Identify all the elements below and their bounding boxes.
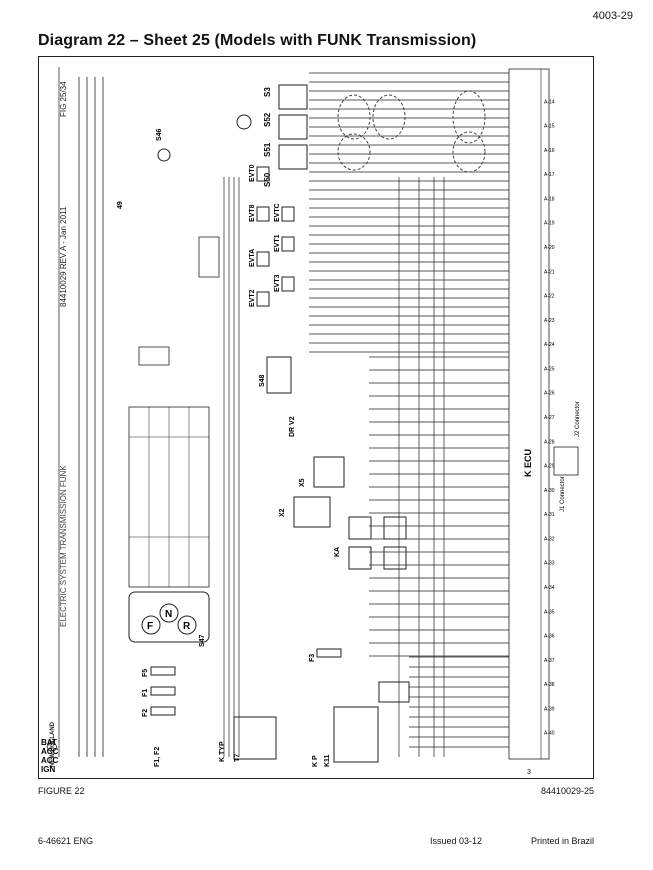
- diagram-title: Diagram 22 – Sheet 25 (Models with FUNK …: [38, 32, 477, 49]
- ecu-pin-label: A-23: [544, 318, 555, 324]
- s50-label: S50: [263, 172, 272, 187]
- ecu-label: K ECU: [523, 449, 533, 477]
- evt2-label: EVT2: [249, 289, 256, 307]
- x5-label: X5: [299, 478, 306, 487]
- solenoid-valves: EVT0 EVT8 EVTC EVT1 EVTA EVT3 EVT2: [138, 164, 295, 366]
- ecu-connector-strip: A-14A-15A-16A-17A-18A-19A-20A-21A-22A-23…: [508, 68, 581, 776]
- evtc-label: EVTC: [274, 203, 281, 222]
- k-typ-label: K TYP: [219, 741, 226, 762]
- f3-label: F3: [309, 654, 316, 662]
- wire-bundle: [223, 72, 509, 757]
- system-title: ELECTRIC SYSTEM TRANSMISSION FUNK: [59, 465, 68, 627]
- sheet-id: FIG 25/34: [59, 81, 68, 117]
- ecu-pin-label: A-31: [544, 512, 555, 518]
- figure-code: 84410029-25: [540, 786, 594, 796]
- left-title-block: FIG 25/34 84410029 REV A - Jan 2011 ELEC…: [46, 67, 68, 767]
- f2-label: F2: [142, 709, 149, 717]
- evt0-label: EVT0: [249, 164, 256, 182]
- brand-logo: [46, 741, 58, 753]
- ecu-pin-label: A-38: [544, 682, 555, 688]
- evt1-label: EVT1: [274, 234, 281, 252]
- ecu-pin-label: A-27: [544, 415, 555, 421]
- ka-label: KA: [334, 547, 341, 557]
- s46-label: S46: [156, 128, 163, 141]
- shifter-key-r: R: [183, 621, 191, 632]
- ecu-pin-label: A-28: [544, 439, 555, 445]
- ecu-pin-label: A-17: [544, 172, 555, 178]
- issue-date: Issued 03-12: [430, 836, 483, 846]
- ecu-pin-labels: A-14A-15A-16A-17A-18A-19A-20A-21A-22A-23…: [544, 99, 555, 736]
- evta-label: EVTA: [249, 249, 256, 267]
- ecu-pin-label: A-37: [544, 658, 555, 664]
- ecu-pin-label: A-24: [544, 342, 555, 348]
- power-label-acc2: ACC: [41, 756, 59, 765]
- ecu-pin-label: A-34: [544, 585, 555, 591]
- ecu-pin-label: A-21: [544, 269, 555, 275]
- t7-label: T7: [234, 754, 241, 762]
- ecu-pin-label: A-36: [544, 634, 555, 640]
- ecu-pin-label: A-33: [544, 561, 555, 567]
- figure-label: FIGURE 22: [38, 786, 85, 796]
- evt8-label: EVT8: [249, 204, 256, 222]
- evt3-label: EVT3: [274, 274, 281, 292]
- ecu-pin-label: A-30: [544, 488, 555, 494]
- ecu-j1-connector: J1 Connector: [560, 476, 566, 512]
- brand-label: NEW HOLLAND: [50, 721, 56, 767]
- page-number: 4003-29: [592, 10, 633, 22]
- wiring-diagram-frame: FIG 25/34 84410029 REV A - Jan 2011 ELEC…: [38, 56, 594, 779]
- s47-label: S47: [199, 634, 206, 647]
- num-49-label: 49: [117, 201, 124, 209]
- k-p-label: K P: [312, 755, 319, 767]
- sheet-ref: 84410029 REV A - Jan 2011: [59, 206, 68, 307]
- middle-components: S48 DR V2 X5 X2 KA: [259, 356, 407, 570]
- k11-label: K11: [324, 754, 331, 767]
- s51-label: S51: [263, 142, 272, 157]
- speed-sensor-group: S3 S52 S51 S50 S46 49: [117, 84, 486, 209]
- ecu-pin-label: A-40: [544, 731, 555, 737]
- f1-label: F1: [142, 689, 149, 697]
- doc-number: 6-46621 ENG: [38, 836, 94, 846]
- s3-label: S3: [263, 87, 272, 97]
- ecu-pin-label: A-39: [544, 706, 555, 712]
- bottom-fuse-group: F5 F1 F2 F1, F2 F3 T7 K TYP K P K11: [142, 648, 410, 767]
- shifter-key-n: N: [165, 609, 172, 620]
- ecu-pin-label: A-35: [544, 609, 555, 615]
- dr-v2-label: DR V2: [289, 416, 296, 437]
- ecu-pin-label: A-16: [544, 148, 555, 154]
- power-label-ign: IGN: [41, 765, 55, 774]
- f1f2-label: F1, F2: [154, 747, 161, 767]
- ecu-pin-label: A-18: [544, 196, 555, 202]
- print-location: Printed in Brazil: [530, 836, 594, 846]
- power-label-acc1: ACC: [41, 747, 59, 756]
- power-label-bat: BAT: [41, 738, 57, 747]
- ecu-pin-label: A-29: [544, 464, 555, 470]
- s48-label: S48: [259, 374, 266, 387]
- ecu-pin-label: A-26: [544, 391, 555, 397]
- shifter-key-f: F: [147, 621, 153, 632]
- wiring-diagram: FIG 25/34 84410029 REV A - Jan 2011 ELEC…: [41, 67, 581, 776]
- gear-selector-table: F N R S47: [128, 406, 210, 647]
- ecu-pin-label: A-25: [544, 366, 555, 372]
- f5-label: F5: [142, 669, 149, 677]
- power-rails: BAT ACC ACC IGN: [41, 77, 104, 774]
- ecu-pin-label: A-15: [544, 124, 555, 130]
- ecu-pin-label: A-19: [544, 221, 555, 227]
- ecu-pin-label: A-22: [544, 294, 555, 300]
- x2-label: X2: [279, 508, 286, 517]
- ecu-pin-label: A-20: [544, 245, 555, 251]
- ecu-pin-label: A-14: [544, 99, 555, 105]
- ecu-j2-connector: J2 Connector: [575, 401, 581, 437]
- s52-label: S52: [263, 112, 272, 127]
- bottom-ref: 3: [527, 769, 531, 776]
- ecu-pin-label: A-32: [544, 536, 555, 542]
